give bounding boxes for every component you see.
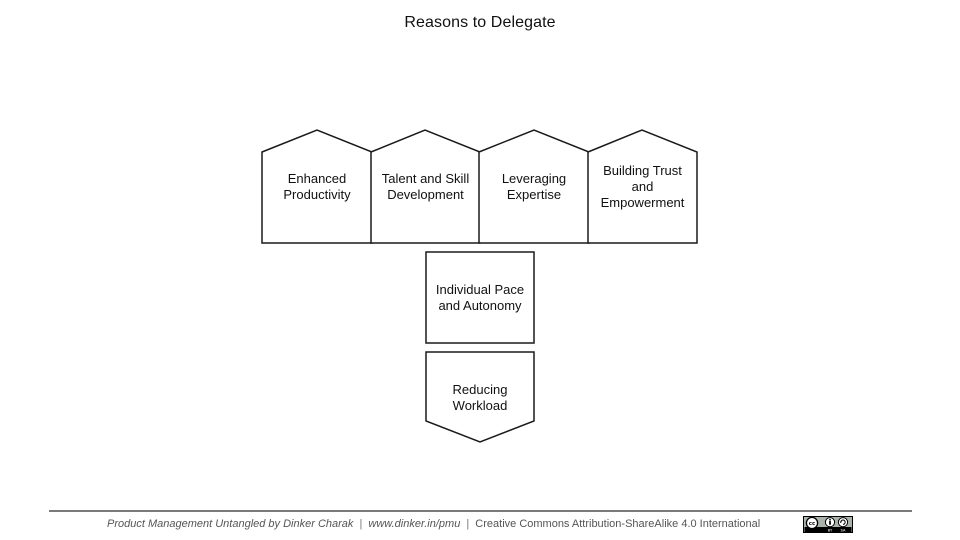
footer-divider bbox=[49, 510, 912, 512]
node-label-line: Building Trust bbox=[603, 163, 682, 178]
footer-credits: Product Management Untangled by Dinker C… bbox=[107, 518, 760, 530]
footer-url: www.dinker.in/pmu bbox=[368, 518, 461, 530]
footer-book-credit: Product Management Untangled by Dinker C… bbox=[107, 518, 354, 530]
footer-license: Creative Commons Attribution-ShareAlike … bbox=[475, 518, 761, 530]
node-label-line: Reducing bbox=[453, 382, 508, 397]
svg-text:cc: cc bbox=[809, 521, 816, 527]
node-label-line: Enhanced bbox=[288, 171, 347, 186]
node-label-line: and bbox=[632, 179, 654, 194]
badge-by-label: BY bbox=[828, 528, 833, 533]
node-label-line: Productivity bbox=[283, 187, 351, 202]
rectangle-shape bbox=[425, 251, 535, 344]
arrow-down-shape bbox=[425, 351, 535, 443]
node-label-line: Empowerment bbox=[601, 195, 685, 210]
page-title: Reasons to Delegate bbox=[404, 14, 556, 31]
footer-separator: | bbox=[466, 518, 470, 530]
node-label-line: Expertise bbox=[507, 187, 561, 202]
node-label-line: and Autonomy bbox=[438, 298, 522, 313]
node-label-line: Development bbox=[387, 187, 464, 202]
node-label-line: Leveraging bbox=[502, 171, 566, 186]
badge-sa-label: SA bbox=[840, 528, 845, 533]
house-shape bbox=[587, 129, 698, 244]
footer-separator: | bbox=[359, 518, 363, 530]
node-label-line: Talent and Skill bbox=[382, 171, 470, 186]
cc-by-sa-license-icon: cc BY SA bbox=[803, 516, 853, 533]
node-label-line: Individual Pace bbox=[436, 282, 524, 297]
node-label-line: Workload bbox=[453, 398, 508, 413]
